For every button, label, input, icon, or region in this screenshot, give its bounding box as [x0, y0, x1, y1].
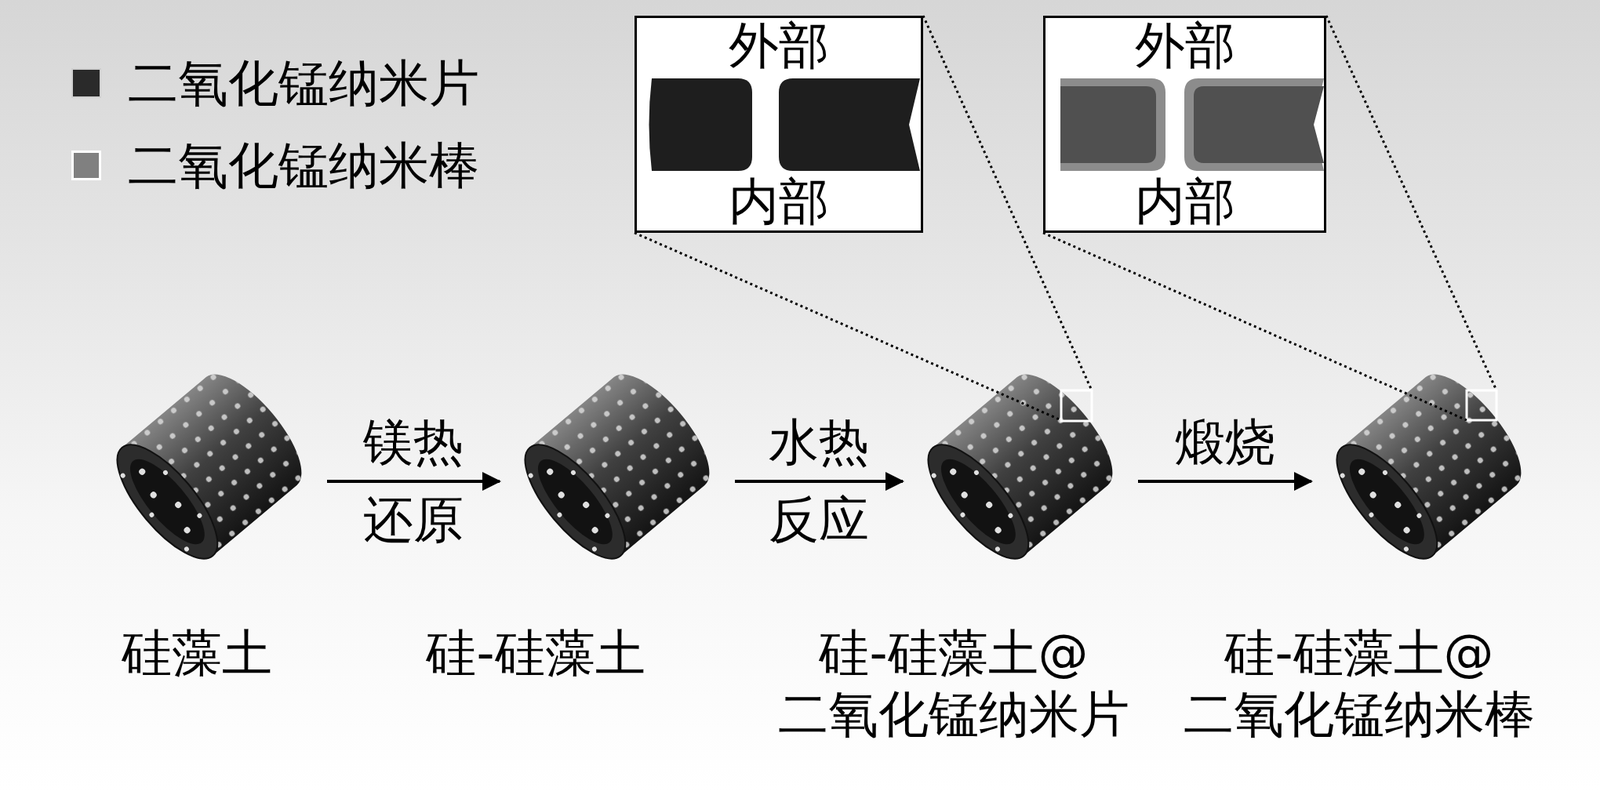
diatomite-cylinder: 硅-硅藻土 [499, 352, 735, 582]
legend-swatch [71, 150, 102, 181]
edge-label-holder: 镁热 还原 [355, 403, 472, 560]
region-label: 内部 [1134, 174, 1236, 230]
zoom-inset-box: 外部内部 [1043, 15, 1327, 233]
zoom-square [1061, 390, 1092, 422]
diatomite-cylinder: 硅-硅藻土@ 二氧化锰纳米棒 [1311, 352, 1547, 582]
step-label: 煅烧 [1167, 403, 1284, 482]
legend-swatch [71, 68, 102, 99]
process-arrow [734, 480, 903, 484]
cylinder-illustration [499, 352, 735, 582]
step-label: 镁热 还原 [355, 403, 472, 560]
material-label: 硅藻土 [8, 622, 386, 684]
edge-label-holder: 煅烧 [1167, 403, 1284, 482]
region-label: 外部 [1134, 18, 1236, 73]
cylinder-illustration [1311, 352, 1547, 582]
diatomite-cylinder: 硅-硅藻土@ 二氧化锰纳米片 [902, 352, 1139, 582]
material-label: 硅-硅藻土@ 二氧化锰纳米棒 [1170, 622, 1548, 746]
legend-text: 二氧化锰纳米片 [127, 55, 480, 111]
material-label: 硅-硅藻土 [347, 622, 724, 684]
legend-row: 二氧化锰纳米片 [71, 54, 480, 112]
legend-text: 二氧化锰纳米棒 [127, 138, 480, 193]
zoom-leader-line [1043, 232, 1467, 421]
cylinder-illustration [902, 352, 1139, 582]
region-label: 内部 [728, 174, 830, 230]
process-arrow [1138, 480, 1312, 484]
material-label: 硅-硅藻土@ 二氧化锰纳米片 [765, 622, 1142, 746]
zoom-leader-line [634, 232, 1062, 421]
zoom-square [1466, 390, 1497, 421]
step-label: 水热 反应 [760, 403, 877, 560]
zoom-leader-line [1326, 15, 1497, 391]
edge-label-holder: 水热 反应 [760, 403, 877, 560]
zoom-leader-line [923, 15, 1092, 391]
region-label: 外部 [728, 18, 830, 73]
process-arrow [327, 480, 500, 484]
zoom-inset-box: 外部内部 [634, 15, 924, 233]
diatomite-cylinder: 硅藻土 [91, 352, 328, 582]
cylinder-illustration [91, 352, 328, 582]
legend-row: 二氧化锰纳米棒 [71, 137, 480, 194]
